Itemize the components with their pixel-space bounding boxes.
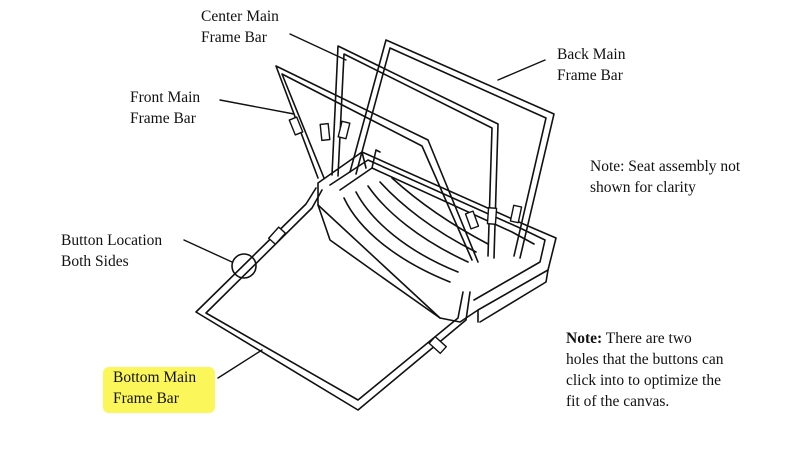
label-line: Back Main — [557, 46, 626, 63]
note-text: There are two — [602, 330, 692, 347]
back-main-frame-bar — [349, 39, 555, 259]
center-main-frame-bar — [331, 45, 499, 259]
label-center-main-frame-bar: Center Main Frame Bar — [201, 6, 279, 48]
label-line: Both Sides — [61, 253, 129, 270]
label-front-main-frame-bar: Front Main Frame Bar — [130, 87, 200, 129]
note-line: holes that the buttons can — [566, 351, 724, 368]
label-button-location: Button Location Both Sides — [61, 230, 162, 272]
highlight-mark — [103, 367, 215, 413]
note-seat-assembly: Note: Seat assembly not shown for clarit… — [590, 156, 740, 198]
note-line: shown for clarity — [590, 179, 696, 196]
label-line: Frame Bar — [201, 29, 267, 46]
label-line: Button Location — [61, 232, 163, 249]
label-back-main-frame-bar: Back Main Frame Bar — [557, 44, 625, 86]
note-prefix: Note: — [566, 330, 603, 347]
label-line: Center Main — [201, 8, 279, 25]
button-location-circle — [231, 253, 257, 279]
note-buttons: Note: There are two holes that the butto… — [566, 328, 724, 412]
note-line: Note: Seat assembly not — [590, 158, 741, 175]
label-line: Frame Bar — [113, 390, 179, 407]
leader-lines — [183, 33, 546, 379]
label-line: Front Main — [130, 89, 201, 106]
label-line: Frame Bar — [130, 110, 196, 127]
tub-base — [317, 149, 557, 323]
note-line: fit of the canvas. — [566, 393, 670, 410]
note-line: Note: There are two — [566, 328, 724, 349]
label-line: Frame Bar — [557, 67, 623, 84]
label-bottom-main-frame-bar: Bottom Main Frame Bar — [113, 367, 196, 409]
bottom-main-frame-bar — [195, 187, 471, 411]
note-line: click into to optimize the — [566, 372, 721, 389]
joint-sleeves — [288, 116, 523, 230]
label-line: Bottom Main — [113, 369, 197, 386]
